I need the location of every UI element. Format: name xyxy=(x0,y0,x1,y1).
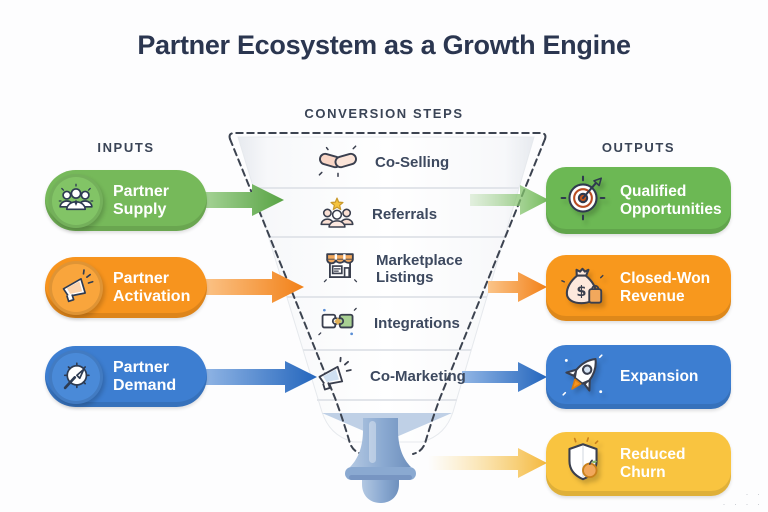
arrow-expansion xyxy=(462,362,547,392)
watermark-dots: · · · · · · xyxy=(722,489,763,510)
svg-text:$: $ xyxy=(576,282,586,299)
arrow-qualified-opportunities xyxy=(470,185,549,215)
money-bag-icon: $ xyxy=(558,261,608,316)
funnel-step-marketplace-listings: Marketplace Listings xyxy=(318,242,476,296)
input-label: Partner Activation xyxy=(113,269,191,305)
outputs-heading: OUTPUTS xyxy=(601,140,676,155)
input-partner-activation: Partner Activation xyxy=(45,257,207,318)
input-partner-demand: Partner Demand xyxy=(45,346,207,407)
funnel-step-referrals: Referrals xyxy=(316,191,472,239)
funnel-step-label: Co-Marketing xyxy=(370,368,466,386)
arrow-partner-activation xyxy=(202,271,304,303)
page-title: Partner Ecosystem as a Growth Engine xyxy=(137,30,631,60)
conversion-funnel xyxy=(228,132,547,503)
partners-group-icon xyxy=(49,173,103,228)
output-label: Reduced Churn xyxy=(620,446,686,481)
input-partner-supply: Partner Supply xyxy=(45,170,207,231)
handshake-icon xyxy=(315,141,361,186)
output-label: Expansion xyxy=(620,368,699,386)
output-expansion: Expansion xyxy=(546,345,731,409)
conversion-steps-heading: CONVERSION STEPS xyxy=(304,106,464,121)
arrow-reduced-churn xyxy=(428,448,547,478)
funnel-step-co-marketing: Co-Marketing xyxy=(312,353,470,401)
referral-star-people-icon xyxy=(316,192,358,239)
storefront-icon xyxy=(318,245,362,294)
funnel-step-label: Marketplace Listings xyxy=(376,251,463,286)
rocket-icon xyxy=(558,350,608,405)
input-label: Partner Supply xyxy=(113,182,170,218)
funnel-step-co-selling: Co-Selling xyxy=(315,138,475,188)
shield-icon xyxy=(558,436,608,492)
funnel-row-dividers xyxy=(255,187,519,401)
funnel-step-integrations: Integrations xyxy=(316,299,474,349)
input-label: Partner Demand xyxy=(113,358,177,394)
funnel-step-label: Referrals xyxy=(372,206,438,224)
inputs-heading: INPUTS xyxy=(97,140,155,155)
funnel-step-label: Integrations xyxy=(374,315,460,333)
arrow-partner-supply xyxy=(200,184,284,216)
target-icon xyxy=(558,173,608,228)
funnel-spout xyxy=(345,418,416,503)
arrow-partner-demand xyxy=(202,361,317,393)
megaphone-icon xyxy=(49,260,103,315)
megaphone-icon xyxy=(312,355,356,400)
output-reduced-churn: Reduced Churn xyxy=(546,432,731,496)
output-qualified-opportunities: Qualified Opportunities xyxy=(546,167,731,234)
output-label: Qualified Opportunities xyxy=(620,182,722,218)
compass-icon xyxy=(49,349,103,404)
funnel-step-label: Co-Selling xyxy=(375,154,450,172)
funnel-dashed-outline xyxy=(228,132,547,455)
funnel-body xyxy=(237,136,535,443)
output-closed-won-revenue: $ Closed-Won Revenue xyxy=(546,255,731,321)
puzzle-icon xyxy=(316,302,360,347)
output-label: Closed-Won Revenue xyxy=(620,270,711,305)
arrow-closed-won-revenue xyxy=(488,272,547,302)
